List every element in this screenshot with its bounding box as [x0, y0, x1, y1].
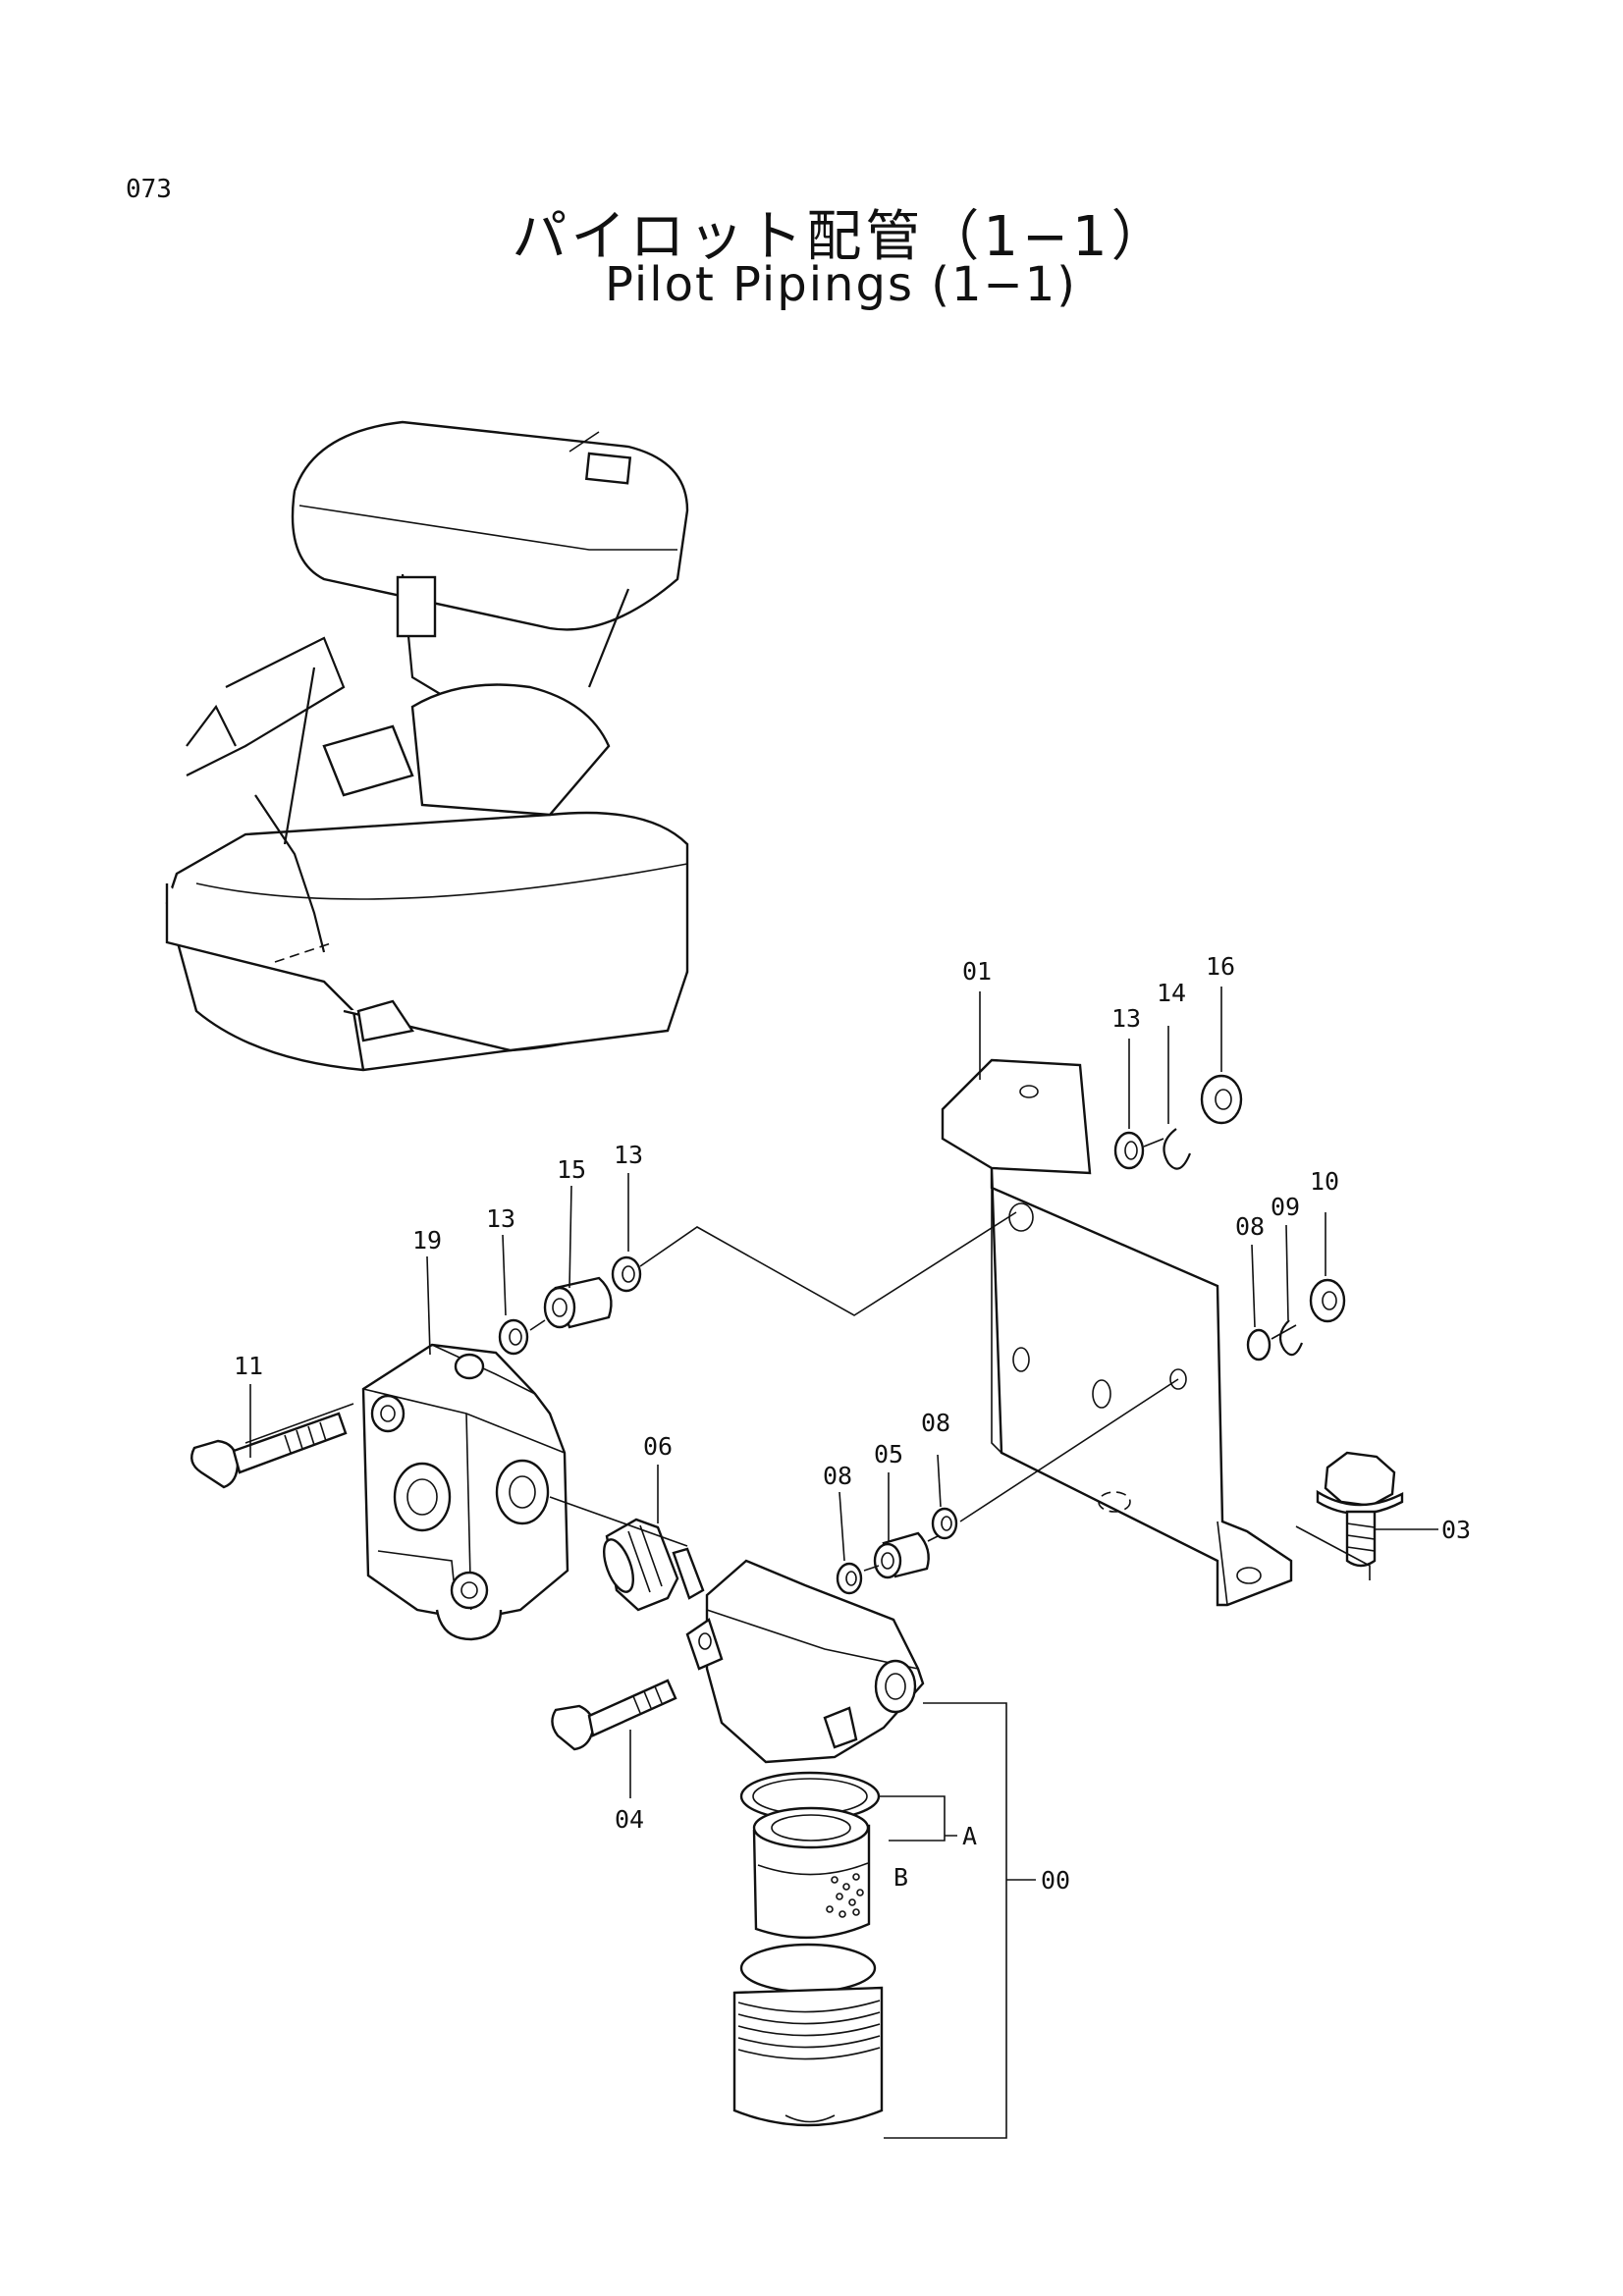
bolt-11 [190, 1412, 348, 1489]
washer-13-middle [611, 1255, 642, 1293]
nut-16 [1200, 1074, 1243, 1125]
washer-13-left [498, 1318, 529, 1356]
callout-08-lower-right: 08 [921, 1409, 950, 1437]
assembly-lines [244, 1138, 1371, 1580]
washer-13-upper [1113, 1131, 1145, 1170]
callout-06: 06 [643, 1432, 673, 1461]
washer-08-lower-left [836, 1562, 863, 1595]
callout-15: 15 [557, 1155, 586, 1184]
collar-15 [543, 1276, 613, 1329]
callout-11: 11 [234, 1352, 263, 1380]
callout-09: 09 [1271, 1193, 1300, 1221]
callout-08-right: 08 [1235, 1212, 1265, 1241]
callout-00: 00 [1041, 1866, 1070, 1895]
callout-labels: 01 13 14 16 13 15 13 19 08 09 10 11 06 0… [234, 952, 1471, 1895]
flange-bolt-03 [1316, 1451, 1404, 1568]
callout-08-lower-left: 08 [823, 1462, 852, 1490]
collar-05 [873, 1531, 930, 1579]
callout-14: 14 [1157, 979, 1186, 1007]
nut-10 [1309, 1278, 1346, 1323]
title-english: Pilot Pipings (1−1) [605, 257, 1077, 312]
callout-03: 03 [1441, 1516, 1471, 1544]
callout-13-middle: 13 [614, 1141, 643, 1169]
callout-10: 10 [1310, 1167, 1339, 1196]
callout-16: 16 [1206, 952, 1235, 981]
page-number: 073 [126, 175, 172, 204]
valve-block-19 [361, 1343, 569, 1641]
adapter-06 [603, 1518, 705, 1612]
spring-washer-14 [1163, 1128, 1192, 1170]
callout-13-left: 13 [486, 1204, 515, 1233]
callout-19: 19 [412, 1226, 442, 1255]
filter-head [685, 1559, 925, 1764]
callout-05: 05 [874, 1440, 903, 1468]
spring-washer-09 [1278, 1319, 1304, 1357]
leader-lines [249, 987, 1438, 2139]
bolt-04 [551, 1679, 677, 1751]
callout-01: 01 [962, 957, 992, 986]
filter-bowl [732, 1943, 884, 2127]
callout-04: 04 [615, 1805, 644, 1834]
washer-08-right [1246, 1328, 1271, 1362]
washer-08-lower-right [931, 1507, 958, 1540]
operator-seat-illustration [165, 420, 689, 1072]
filter-element-b [752, 1806, 871, 1940]
callout-b: B [893, 1863, 908, 1892]
callout-a: A [962, 1822, 977, 1850]
title-japanese: パイロット配管（1−1） [512, 205, 1170, 269]
callout-13-top: 13 [1111, 1004, 1141, 1033]
bracket-01 [941, 1058, 1293, 1607]
